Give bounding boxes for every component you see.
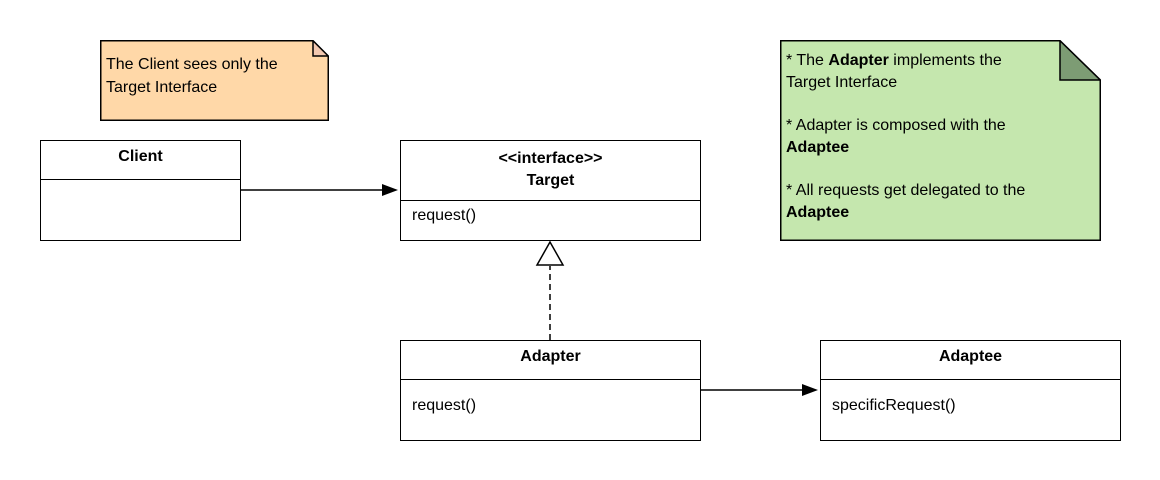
adaptee-class-name: Adaptee [938,348,1003,365]
bullet-2-bold: Adaptee [786,139,850,156]
adaptee-method: specificRequest() [832,397,956,414]
client-note-line-1: The Client sees only the [106,56,278,73]
target-class-methods: request() [401,201,700,225]
target-class-name: Target [526,172,575,189]
adaptee-class-methods: specificRequest() [821,380,1120,415]
bullet-1-prefix: * The [786,52,829,69]
target-class-header: <<interface>> Target [401,141,700,201]
adapter-method: request() [412,397,477,414]
hollow-triangle-icon [535,240,565,266]
target-method: request() [412,207,477,224]
arrowhead-icon [382,184,398,196]
client-class-box[interactable]: Client [40,140,241,241]
client-to-target-association [241,184,398,196]
client-note-line-2: Target Interface [106,79,218,96]
adapter-class-name: Adapter [520,348,581,365]
target-stereotype: <<interface>> [498,150,603,167]
adapter-to-target-realization [535,240,565,340]
adapter-note: * The Adapter implements the Target Inte… [780,40,1101,241]
client-note: The Client sees only the Target Interfac… [100,40,329,121]
adapter-class-header: Adapter [401,341,700,380]
note-shape-icon [100,40,329,121]
bullet-3-line-1: * All requests get delegated to the [786,182,1026,199]
target-interface-box[interactable]: <<interface>> Target request() [400,140,701,241]
adapter-class-box[interactable]: Adapter request() [400,340,701,441]
bullet-2-line-1: * Adapter is composed with the [786,117,1006,134]
client-class-name: Client [118,148,163,165]
bullet-1-suffix: implements the [888,52,1002,69]
adaptee-class-box[interactable]: Adaptee specificRequest() [820,340,1121,441]
bullet-1-line-2: Target Interface [786,74,898,91]
adapter-to-adaptee-association [701,384,818,396]
client-note-text: The Client sees only the Target Interfac… [106,53,278,99]
bullet-3-bold: Adaptee [786,204,850,221]
bullet-1-bold: Adapter [828,52,889,69]
client-class-header: Client [41,141,240,180]
adapter-note-bullet-1: * The Adapter implements the Target Inte… [786,50,1025,94]
adaptee-class-header: Adaptee [821,341,1120,380]
note-shape-icon [780,40,1101,241]
arrowhead-icon [802,384,818,396]
adapter-note-text: * The Adapter implements the Target Inte… [786,50,1025,245]
adapter-class-methods: request() [401,380,700,415]
adapter-note-bullet-3: * All requests get delegated to the Adap… [786,180,1025,224]
adapter-note-bullet-2: * Adapter is composed with the Adaptee [786,115,1025,159]
